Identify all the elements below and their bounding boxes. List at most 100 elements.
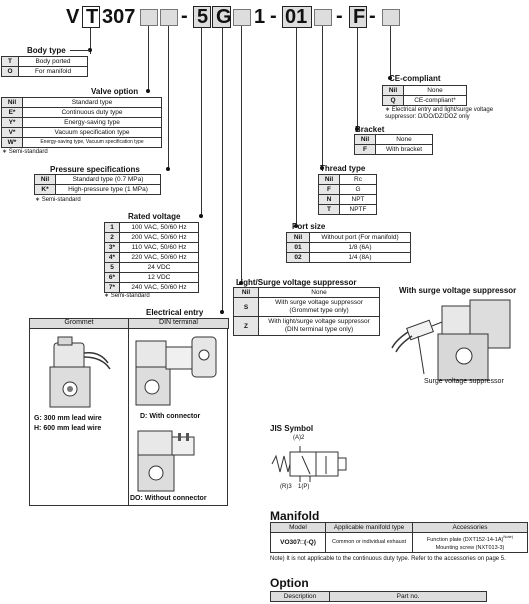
thread-value: NPTF — [339, 204, 377, 215]
voltage-value: 220 VAC, 50/60 Hz — [119, 252, 199, 263]
port-size-value: 1/4 (8A) — [309, 252, 411, 263]
code-series-box: T — [82, 6, 100, 28]
thread-key: N — [318, 194, 340, 205]
connector-light-surge — [241, 26, 242, 284]
body-type-leader — [70, 50, 90, 51]
code-blank-light-surge — [233, 9, 251, 26]
jis-r-label: (R)3 — [280, 484, 292, 490]
code-port-digit: 1 — [254, 6, 266, 28]
thread-value: G — [339, 184, 377, 195]
voltage-key: 3* — [104, 242, 120, 253]
manifold-header-accessories: Accessories — [412, 522, 528, 533]
valve-option-title: Valve option — [91, 87, 139, 96]
code-port-size-box: 01 — [282, 6, 312, 28]
body-type-key: T — [1, 56, 19, 67]
entry-divider — [128, 329, 129, 505]
option-header-description: Description — [270, 591, 330, 602]
pressure-note: ∗ Semi-standard — [35, 197, 81, 203]
connector-voltage — [201, 28, 202, 218]
ce-dot — [388, 76, 392, 80]
voltage-key: 4* — [104, 252, 120, 263]
table-row: 6*12 VDC — [104, 272, 199, 283]
connector-body-type — [90, 28, 91, 54]
bracket-key: Nil — [354, 134, 376, 145]
entry-title: Electrical entry — [146, 308, 204, 317]
code-blank-thread — [314, 9, 332, 26]
manifold-type: Common or individual exhaust — [325, 532, 413, 553]
body-type-dot — [88, 48, 92, 52]
light-surge-value: With light/surge voltage suppressor (DIN… — [258, 316, 380, 336]
manifold-header-model: Model — [270, 522, 326, 533]
light-surge-value: With surge voltage suppressor (Grommet t… — [258, 297, 380, 317]
code-series-letter: T — [86, 6, 99, 28]
entry-panel: Grommet DIN terminal G: 300 mm lead wire… — [29, 318, 229, 506]
port-size-key: 01 — [286, 242, 310, 253]
ce-value: None — [403, 85, 467, 96]
valve-option-value: Energy-saving type, Vacuum specification… — [22, 137, 162, 148]
code-sep1: - — [181, 5, 188, 27]
bracket-dot — [355, 127, 359, 131]
manifold-title: Manifold — [270, 509, 320, 523]
ce-note: ∗ Electrical entry and light/surge volta… — [385, 107, 494, 120]
ce-key: Q — [382, 95, 404, 106]
grommet-h-label: H: 600 mm lead wire — [34, 425, 102, 432]
code-sep4: - — [369, 5, 376, 27]
table-row: 7*240 VAC, 50/60 Hz — [104, 282, 199, 293]
body-type-title: Body type — [27, 46, 66, 55]
connector-valve-option — [148, 26, 149, 92]
voltage-value: 200 VAC, 50/60 Hz — [119, 232, 199, 243]
entry-col-din: DIN terminal — [128, 318, 229, 329]
din-do-label: DO: Without connector — [130, 495, 207, 502]
thread-key: Nil — [318, 174, 340, 185]
valve-option-value: Standard type — [22, 97, 162, 108]
valve-option-note: ∗ Semi-standard — [2, 149, 48, 155]
pressure-key: Nil — [34, 174, 56, 185]
code-voltage-digit: 5 — [197, 6, 209, 28]
voltage-key: 7* — [104, 282, 120, 293]
connector-bracket — [357, 28, 358, 128]
voltage-title: Rated voltage — [128, 212, 181, 221]
entry-dot — [220, 310, 224, 314]
thread-key: F — [318, 184, 340, 195]
voltage-note: ∗ Semi-standard — [104, 293, 150, 299]
connector-pressure — [168, 26, 169, 170]
code-sep3: - — [336, 5, 343, 27]
connector-entry — [222, 28, 223, 314]
table-row: VO307□(-Q) Common or individual exhaust … — [270, 532, 528, 553]
table-row: E*Continuous duty type — [1, 107, 162, 118]
manifold-table: Model Applicable manifold type Accessori… — [270, 522, 528, 553]
bracket-value: None — [375, 134, 433, 145]
voltage-key: 5 — [104, 262, 120, 273]
light-surge-dot — [239, 281, 243, 285]
ce-key: Nil — [382, 85, 404, 96]
code-sep2: - — [270, 5, 277, 27]
valve-option-dot — [146, 89, 150, 93]
table-row: V*Vacuum specification type — [1, 127, 162, 138]
code-entry-letter: G — [216, 6, 232, 28]
light-surge-key: S — [233, 297, 259, 317]
jis-a-label: (A)2 — [293, 435, 305, 441]
manifold-model: VO307□(-Q) — [270, 532, 326, 553]
body-type-value: For manifold — [18, 66, 88, 77]
din-no-connector-valve-image — [137, 430, 195, 492]
